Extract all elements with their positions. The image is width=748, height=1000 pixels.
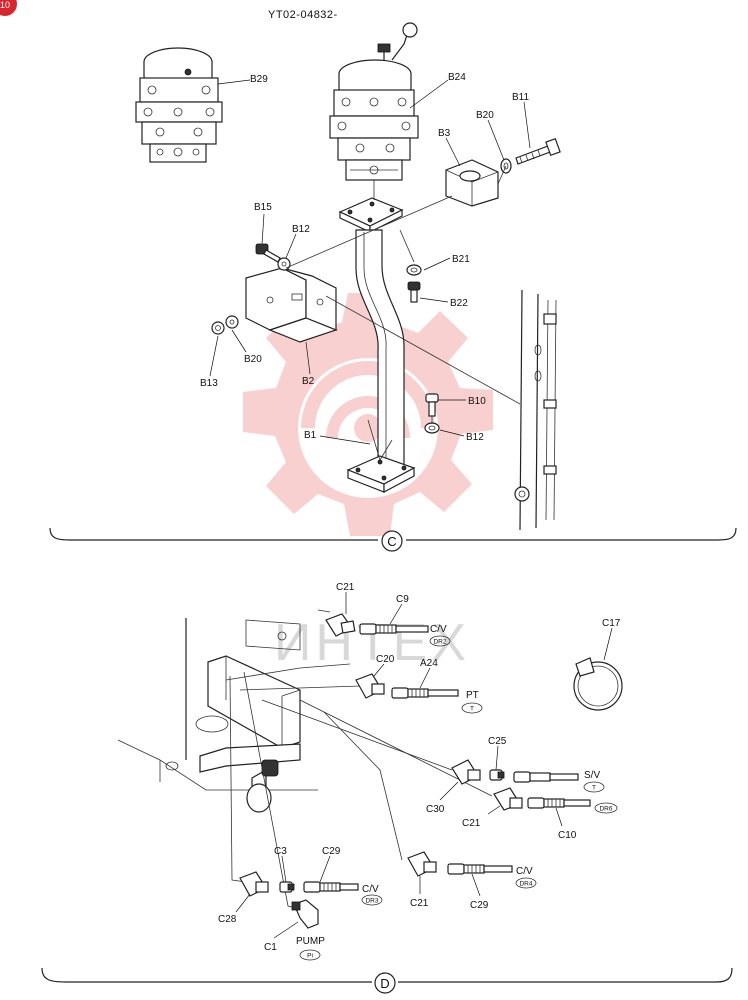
- svg-text:DR6: DR6: [599, 806, 612, 813]
- leader-lines-c: [209, 79, 531, 445]
- top-mount-plate: [338, 197, 404, 233]
- svg-text:S/V: S/V: [584, 770, 600, 781]
- svg-text:PT: PT: [466, 690, 479, 701]
- assembly-lines-c: [285, 165, 521, 424]
- hose-a24: [391, 687, 459, 699]
- fitting-c25: [489, 769, 505, 781]
- callout-b13: B13: [200, 378, 218, 389]
- svg-text:C/V: C/V: [430, 624, 447, 635]
- port-dr6: DR6: [594, 802, 618, 814]
- svg-text:10: 10: [0, 0, 10, 10]
- section-c-divider: C: [49, 527, 737, 552]
- machine-frame-c: [514, 289, 557, 531]
- svg-text:T: T: [592, 785, 596, 792]
- callout-a24: A24: [420, 658, 438, 669]
- port-cv-dr3: C/V DR3: [361, 884, 383, 906]
- port-cv-dr4: C/V DR4: [515, 866, 537, 889]
- callout-c1: C1: [264, 942, 277, 953]
- nut-b13: [211, 321, 225, 335]
- fitting-c21-low: [407, 851, 437, 877]
- washer-b20-left: [225, 315, 239, 329]
- callout-c21-mid: C21: [462, 818, 481, 829]
- port-sv-t: S/V T: [583, 770, 605, 793]
- svg-text:C/V: C/V: [362, 884, 379, 895]
- bolt-b15: [255, 243, 281, 263]
- callout-b22: B22: [450, 298, 468, 309]
- clamp-b3: [445, 159, 499, 207]
- callout-labels-c: B29 B24 B11 B20 B3 B15 B12 B21 B22 B20 B…: [200, 72, 529, 443]
- callout-b20-top: B20: [476, 110, 494, 121]
- callout-b3: B3: [438, 128, 451, 139]
- elbow-c1: [291, 899, 319, 929]
- fitting-c3: [279, 881, 295, 893]
- section-marker-c: C: [387, 534, 396, 549]
- valve-b24: [329, 22, 419, 181]
- callout-labels-d: C21 C9 C17 C20 A24 C25 C30 C21 C10 C3 C2…: [218, 582, 621, 953]
- callout-b11: B11: [512, 92, 529, 103]
- hose-c10: [527, 797, 591, 809]
- port-cv-dr2: C/V DR2: [429, 624, 451, 647]
- hose-c29-right: [447, 863, 513, 875]
- callout-c28: C28: [218, 914, 237, 925]
- clamp-band-c17: [573, 657, 623, 711]
- callout-b2: B2: [302, 376, 315, 387]
- valve-b29: [135, 47, 223, 163]
- svg-text:DR3: DR3: [365, 898, 378, 905]
- bolt-b11: [515, 137, 561, 165]
- callout-b21: B21: [452, 254, 470, 265]
- svg-text:Pi: Pi: [307, 953, 313, 960]
- svg-text:T: T: [470, 706, 474, 713]
- section-marker-d: D: [380, 976, 389, 991]
- svg-text:C/V: C/V: [516, 866, 533, 877]
- page-badge: 10: [0, 0, 17, 16]
- callout-b12-left: B12: [292, 224, 310, 235]
- callout-c21-low: C21: [410, 898, 429, 909]
- callout-pump: PUMP: [296, 936, 325, 947]
- washer-b21: [406, 264, 422, 276]
- hose-c9: [359, 623, 429, 635]
- fitting-c30: [451, 759, 481, 785]
- callout-c30: C30: [426, 804, 445, 815]
- callout-c29-left: C29: [322, 846, 341, 857]
- callout-c20: C20: [376, 654, 395, 665]
- callout-b12-right: B12: [466, 432, 484, 443]
- fitting-c20: [355, 673, 385, 699]
- svg-text:DR2: DR2: [433, 639, 446, 646]
- section-d-divider: D: [41, 967, 733, 994]
- callout-c25: C25: [488, 736, 507, 747]
- hose-sv: [513, 771, 579, 783]
- callout-b10: B10: [468, 396, 486, 407]
- washer-b12-right: [424, 422, 440, 434]
- routing-lines-d: [225, 609, 493, 909]
- stand-pipe-b1: [346, 229, 416, 493]
- callout-c17: C17: [602, 618, 621, 629]
- callout-b24: B24: [448, 72, 466, 83]
- washer-b12-left: [277, 257, 291, 271]
- leader-lines-d: [235, 592, 613, 939]
- port-pt-t: PT T: [461, 690, 483, 714]
- callout-c29-right: C29: [470, 900, 489, 911]
- callout-c10: C10: [558, 830, 577, 841]
- bolt-b10: [425, 393, 439, 417]
- fitting-c21-mid: [493, 787, 523, 811]
- hose-c29-left: [303, 881, 359, 893]
- callout-b1: B1: [304, 430, 317, 441]
- callout-b29: B29: [250, 74, 268, 85]
- drawing-number: YT02-04832-: [268, 9, 338, 21]
- callout-c21-top: C21: [336, 582, 355, 593]
- bolt-b22: [407, 281, 421, 303]
- callout-c3: C3: [274, 846, 287, 857]
- port-pump-pi: Pi: [299, 949, 321, 961]
- fitting-c21-top: [325, 613, 356, 637]
- callout-b20-left: B20: [244, 354, 262, 365]
- fitting-c28: [239, 871, 269, 897]
- callout-c9: C9: [396, 594, 409, 605]
- callout-b15: B15: [254, 202, 272, 213]
- svg-text:DR4: DR4: [519, 881, 532, 888]
- bracket-b2: [245, 267, 338, 343]
